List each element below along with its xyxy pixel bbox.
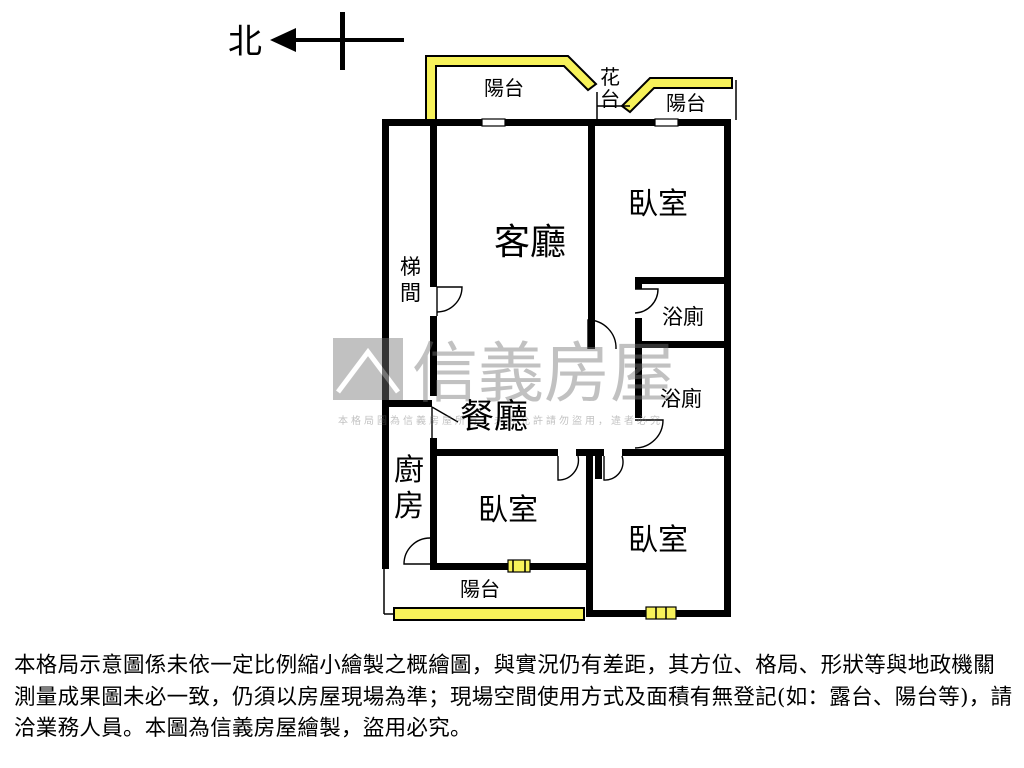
label-stairs-2: 間 — [400, 281, 421, 305]
label-planter-1: 花 — [600, 65, 620, 89]
disclaimer-text: 本格局示意圖係未依一定比例縮小繪製之概繪圖，與實況仍有差距，其方位、格局、形狀等… — [14, 653, 1013, 741]
watermark-brand: 信義房屋 — [412, 335, 676, 412]
interior-walls — [382, 119, 730, 570]
label-stairs-1: 梯 — [400, 255, 421, 279]
compass-label: 北 — [228, 22, 262, 62]
label-kitchen-1: 廚 — [394, 453, 424, 488]
planter — [596, 92, 630, 122]
compass-cross — [340, 12, 345, 70]
watermark-logo — [333, 338, 403, 400]
label-bedroom-ne: 臥室 — [628, 187, 688, 222]
label-dining-room: 餐廳 — [460, 397, 528, 437]
label-bath-2: 浴廁 — [660, 387, 702, 411]
label-balcony-top: 陽台 — [484, 76, 524, 100]
label-kitchen-2: 房 — [394, 489, 424, 524]
watermark-notice: 本格局圖為信義房屋所有，未經允許請勿盜用，違者必究 — [338, 414, 663, 427]
room-labels: 陽台 花 台 陽台 臥室 客廳 梯 間 浴廁 浴廁 餐廳 廚 房 臥室 臥室 陽… — [394, 65, 706, 601]
compass-arrowhead — [270, 28, 296, 52]
label-balcony-right: 陽台 — [666, 91, 706, 115]
north-compass: 北 — [228, 12, 404, 70]
doors — [403, 286, 664, 565]
label-bedroom-se: 臥室 — [628, 523, 688, 558]
label-bath-1: 浴廁 — [662, 305, 704, 329]
label-balcony-bottom: 陽台 — [460, 577, 500, 601]
top-windows — [481, 118, 679, 127]
label-planter-2: 台 — [600, 87, 620, 111]
label-living-room: 客廳 — [494, 222, 566, 263]
label-bedroom-mid: 臥室 — [478, 493, 538, 528]
balcony-railing-top — [425, 55, 737, 121]
interior-windows — [507, 559, 677, 620]
watermark: 信義房屋 本格局圖為信義房屋所有，未經允許請勿盜用，違者必究 — [333, 335, 676, 427]
floor-plan: 北 — [228, 12, 737, 621]
balcony-bottom — [383, 569, 585, 621]
